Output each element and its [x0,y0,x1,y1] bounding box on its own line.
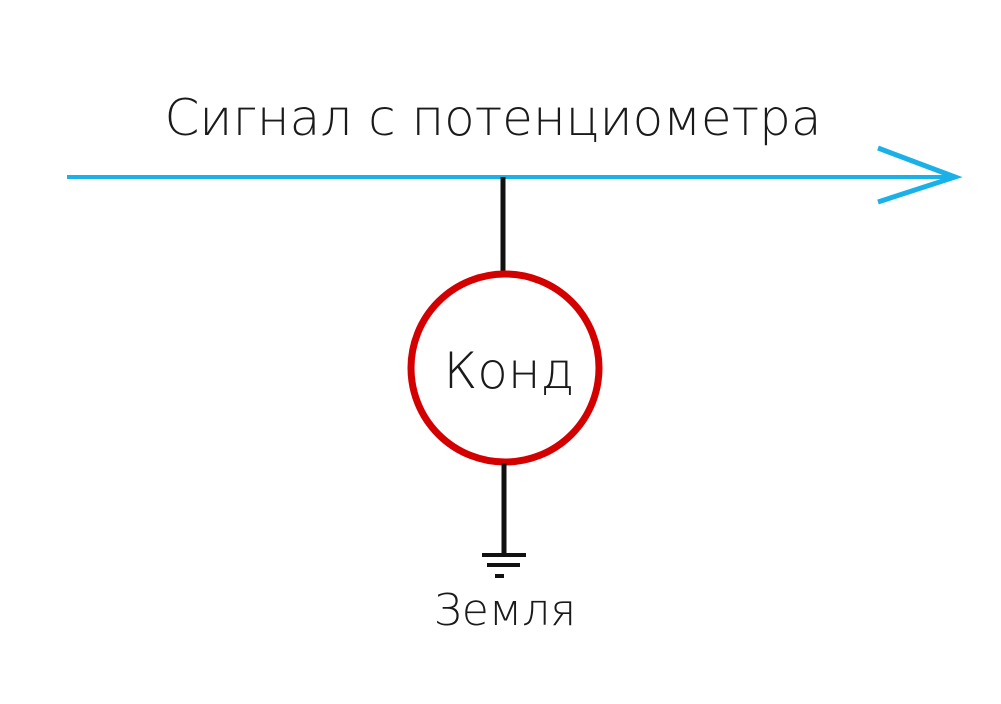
arrowhead-icon [877,145,963,205]
ground-icon [482,553,526,578]
signal-label: Сигнал с потенциометра [164,89,821,147]
ground-label: Земля [434,585,576,636]
capacitor-label: Конд [444,342,575,400]
capacitor-circle [407,270,603,466]
